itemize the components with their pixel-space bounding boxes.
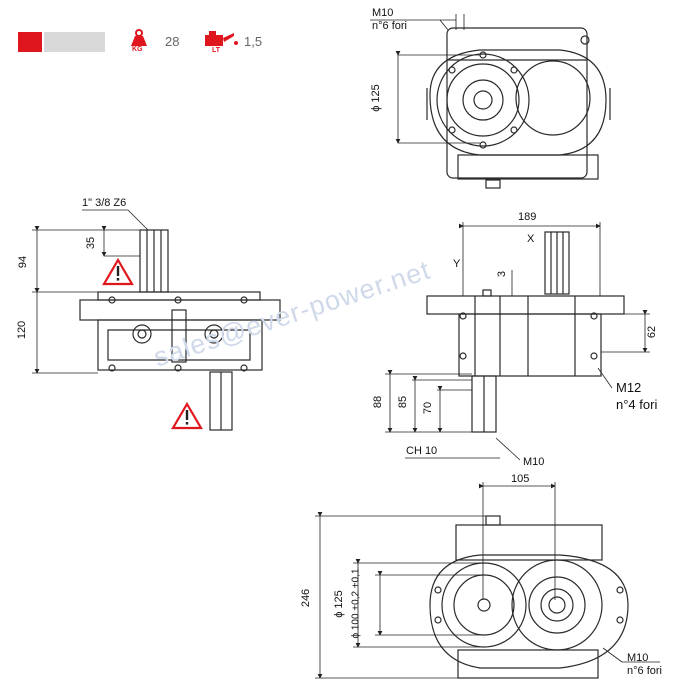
dim-85: 85: [397, 395, 410, 409]
side-view-dimensions: [32, 209, 149, 374]
dim-70: 70: [422, 401, 435, 415]
warning-icon: [171, 401, 203, 430]
grey-color-bar: [44, 32, 105, 52]
bottom-thread-note-line2: n°6 fori: [627, 665, 662, 677]
dim-88: 88: [372, 395, 385, 409]
dim-35: 35: [85, 236, 98, 250]
bottom-view-drawing: [429, 515, 629, 679]
top-diameter-dim: ϕ 125: [369, 84, 382, 112]
bottom-diameter-dim: ϕ 125: [332, 590, 345, 618]
side-view-drawing: [79, 229, 281, 431]
weight-icon: [131, 29, 147, 46]
front-view-drawing: [426, 231, 625, 433]
axis-y-label: Y: [453, 258, 461, 270]
dim-94: 94: [17, 255, 30, 269]
oil-can-icon: [205, 31, 238, 46]
bottom-thread-note-line1: M10: [627, 652, 649, 664]
dim-105: 105: [511, 473, 530, 485]
hole-note-line1: M12: [616, 380, 642, 395]
key-dim-label: CH 10: [406, 445, 438, 457]
weight-icon-label: KG: [132, 46, 143, 53]
bottom-view-dimensions: [315, 482, 660, 679]
oil-value: 1,5: [244, 34, 263, 49]
hole-note-line2: n°4 fori: [616, 397, 658, 412]
dim-189: 189: [518, 211, 537, 223]
red-color-swatch: [18, 32, 42, 52]
top-view-dimensions: [370, 14, 480, 144]
warning-icon: [102, 257, 134, 286]
dim-3: 3: [496, 270, 509, 278]
top-view-drawing: [426, 27, 611, 189]
dim-62: 62: [646, 325, 659, 339]
top-thread-note-line1: M10: [372, 7, 394, 19]
dim-246: 246: [300, 588, 313, 608]
dim-120: 120: [16, 320, 29, 340]
axis-x-label: X: [527, 233, 535, 245]
front-view-dimensions: [385, 222, 650, 461]
front-thread-m10: M10: [523, 456, 545, 468]
shaft-spec-label: 1" 3/8 Z6: [82, 197, 127, 209]
weight-value: 28: [165, 34, 180, 49]
tolerance-dim: ϕ 100 +0,2 +0,1: [350, 568, 362, 639]
oil-icon-label: LT: [212, 47, 221, 54]
top-thread-note-line2: n°6 fori: [372, 20, 407, 32]
